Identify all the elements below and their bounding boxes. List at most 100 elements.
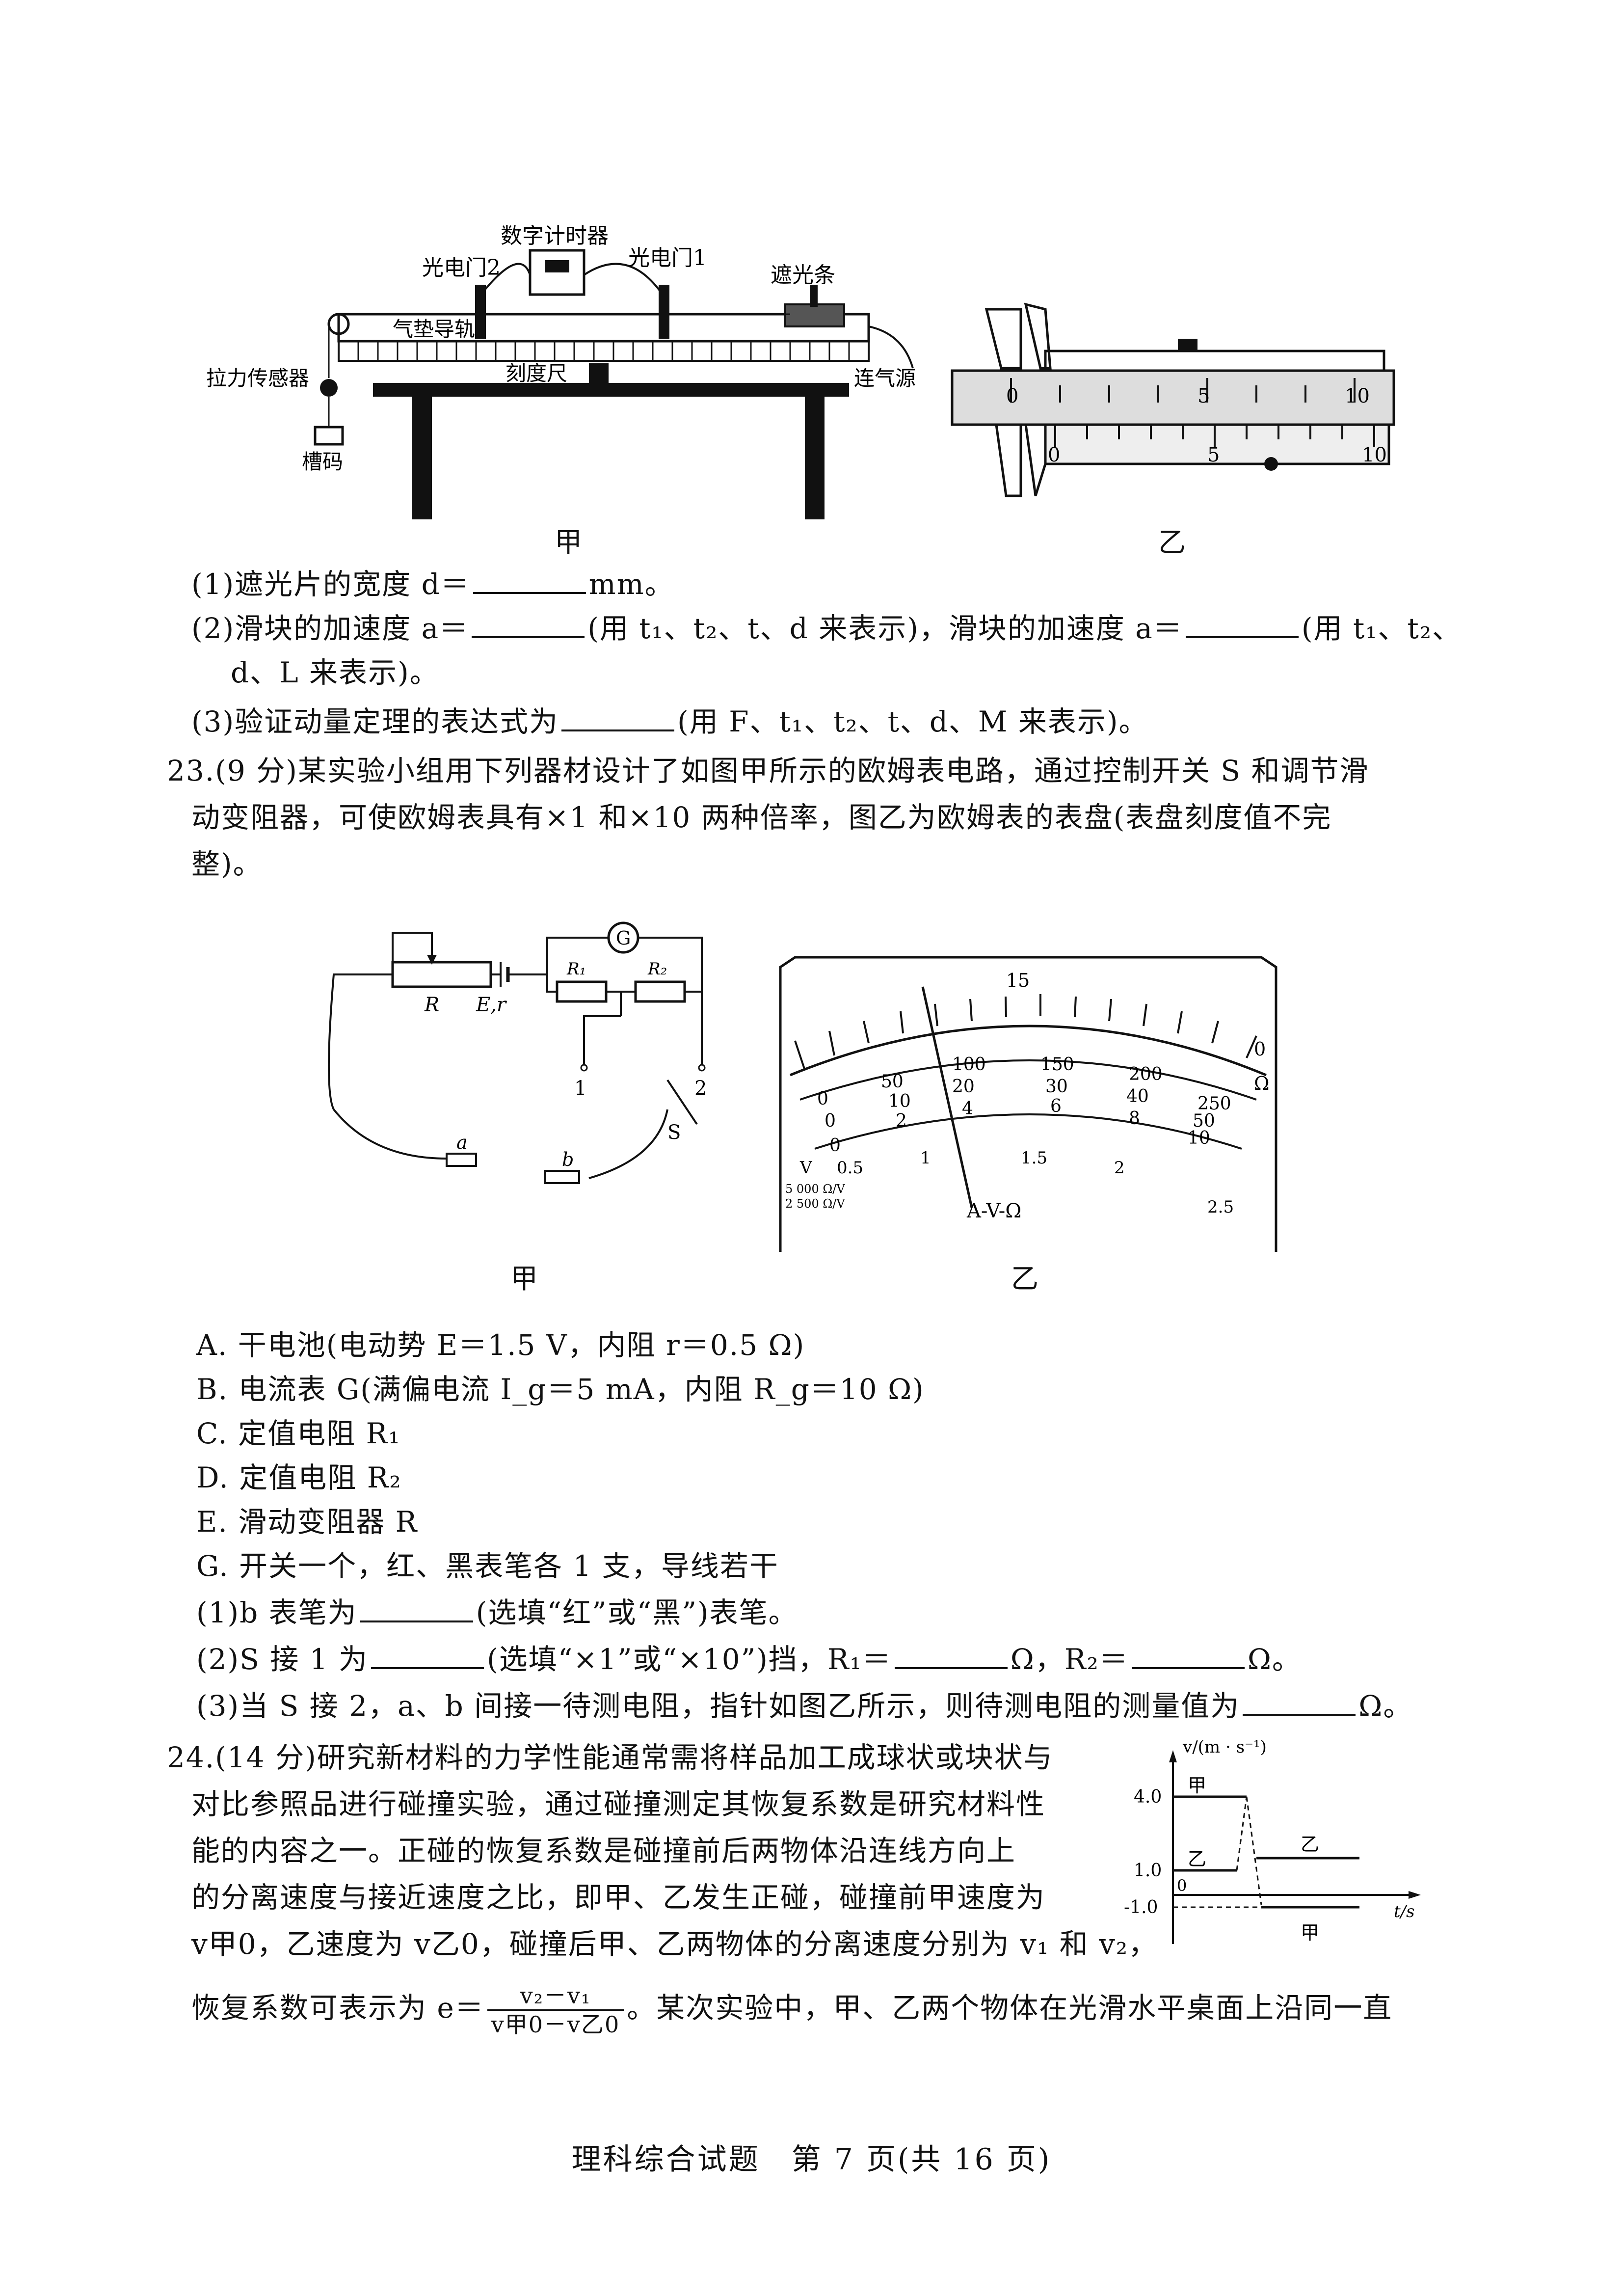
- graph-label-yi-before: 乙: [1188, 1848, 1206, 1870]
- dial-mid2-20: 20: [952, 1077, 975, 1097]
- main-tick-5: 5: [1197, 385, 1210, 407]
- dial-left-2: 2: [896, 1111, 907, 1131]
- question-1: (1)遮光片的宽度 d＝mm。: [191, 565, 674, 604]
- vernier-caliper-figure: 0 5 10 0 5 10: [951, 302, 1395, 497]
- answer-blank-expr[interactable]: [561, 702, 675, 731]
- graph-ytick-neg1: -1.0: [1124, 1897, 1158, 1918]
- dial-mid3-6: 6: [1050, 1096, 1062, 1116]
- problem-24-line5: v甲0，乙速度为 v乙0，碰撞后甲、乙两物体的分离速度分别为 v₁ 和 v₂，: [191, 1927, 1158, 1961]
- label-weight: 槽码: [302, 450, 343, 474]
- graph-ylabel: v/(m · s⁻¹): [1182, 1737, 1267, 1757]
- r2-label: R₂: [647, 959, 667, 979]
- dial-mid-150: 150: [1040, 1054, 1074, 1075]
- label-shade: 遮光条: [771, 263, 835, 288]
- answer-blank-probe[interactable]: [360, 1593, 473, 1622]
- answer-blank-a1[interactable]: [472, 609, 585, 638]
- vernier-tick-10: 10: [1362, 444, 1387, 466]
- answer-blank-r1[interactable]: [894, 1640, 1008, 1669]
- question-2: (2)滑块的加速度 a＝(用 t₁、t₂、t、d 来表示)，滑块的加速度 a＝(…: [191, 609, 1462, 648]
- problem-24-line1: 24.(14 分)研究新材料的力学性能通常需将样品加工成球状或块状与: [167, 1741, 1053, 1774]
- graph-label-yi-after: 乙: [1301, 1834, 1319, 1855]
- dial-mid3-10: 10: [1188, 1128, 1210, 1148]
- subquestion-3: (3)当 S 接 2，a、b 间接一待测电阻，指针如图乙所示，则待测电阻的测量值…: [196, 1686, 1412, 1726]
- problem-24-line2: 对比参照品进行碰撞实验，通过碰撞测定其恢复系数是研究材料性: [191, 1787, 1046, 1821]
- dial-low-15: 1.5: [1021, 1148, 1047, 1168]
- graph-xlabel: t/s: [1394, 1902, 1415, 1921]
- dial-ohm-per-v-2: 2 500 Ω/V: [785, 1197, 845, 1211]
- dial-low-25: 2.5: [1207, 1197, 1234, 1217]
- label-scale: 刻度尺: [506, 361, 567, 385]
- item-a: A. 干电池(电动势 E＝1.5 V，内阻 r＝0.5 Ω): [196, 1328, 805, 1362]
- dial-left-10: 10: [888, 1091, 911, 1111]
- answer-blank-r2[interactable]: [1131, 1640, 1245, 1669]
- velocity-time-graph: v/(m · s⁻¹) t/s 4.0 1.0 -1.0 0 甲 乙 乙 甲: [1124, 1737, 1421, 1944]
- dial-mid-200: 200: [1129, 1064, 1163, 1084]
- main-tick-0: 0: [1006, 385, 1018, 407]
- figure-caption-jia-1: 甲: [555, 527, 582, 559]
- dial-mid3-8: 8: [1129, 1108, 1140, 1129]
- item-b: B. 电流表 G(满偏电流 I_g＝5 mA，内阻 R_g＝10 Ω): [196, 1373, 925, 1406]
- question-3: (3)验证动量定理的表达式为(用 F、t₁、t₂、t、d、M 来表示)。: [191, 702, 1148, 741]
- item-d: D. 定值电阻 R₂: [196, 1461, 402, 1494]
- label-gate1: 光电门1: [628, 245, 707, 270]
- page-footer: 理科综合试题 第 7 页(共 16 页): [571, 2142, 1052, 2177]
- label-timer: 数字计时器: [501, 223, 609, 248]
- galvanometer-label: G: [616, 927, 631, 949]
- battery-label: E,r: [476, 994, 507, 1016]
- answer-blank-resistance[interactable]: [1243, 1686, 1356, 1716]
- graph-origin: 0: [1177, 1876, 1187, 1895]
- graph-ytick-1: 1.0: [1134, 1861, 1162, 1881]
- problem-24-line4: 的分离速度与接近速度之比，即甲、乙发生正碰，碰撞前甲速度为: [191, 1881, 1046, 1914]
- dial-mid2-40: 40: [1126, 1086, 1149, 1107]
- problem-23-line3: 整)。: [191, 847, 263, 881]
- item-c: C. 定值电阻 R₁: [196, 1417, 401, 1450]
- item-g: G. 开关一个，红、黑表笔各 1 支，导线若干: [196, 1549, 779, 1583]
- dial-top-0: 0: [1254, 1038, 1266, 1060]
- probe-a-label: a: [456, 1132, 468, 1153]
- air-track-figure: 数字计时器 光电门2 光电门1 遮光条 气垫导轨 拉力传感器 刻度尺 连气源 槽…: [206, 223, 916, 519]
- answer-blank-a2[interactable]: [1185, 609, 1299, 638]
- dial-mid-100: 100: [952, 1054, 986, 1075]
- label-gate2: 光电门2: [422, 255, 501, 280]
- label-rail: 气垫导轨: [393, 317, 475, 341]
- problem-23-line1: 23.(9 分)某实验小组用下列器材设计了如图甲所示的欧姆表电路，通过控制开关 …: [167, 754, 1369, 787]
- dial-low-1: 1: [920, 1148, 931, 1168]
- dial-left-0a: 0: [817, 1089, 828, 1109]
- problem-24-line3: 能的内容之一。正碰的恢复系数是碰撞前后两物体沿连线方向上: [191, 1834, 1016, 1867]
- dial-left-50: 50: [881, 1072, 904, 1092]
- dial-v: V: [799, 1158, 813, 1178]
- graph-ytick-4: 4.0: [1134, 1787, 1162, 1807]
- switch-label: S: [667, 1121, 681, 1144]
- label-sensor: 拉力传感器: [206, 366, 309, 390]
- figure-caption-yi-1: 乙: [1158, 527, 1186, 559]
- answer-blank-range[interactable]: [371, 1640, 484, 1669]
- figure-caption-yi-2: 乙: [1011, 1263, 1038, 1295]
- circuit-figure: G R₁ R₂ R E,r 1 2 S a b: [328, 921, 707, 1184]
- problem-23-line2: 动变阻器，可使欧姆表具有×1 和×10 两种倍率，图乙为欧姆表的表盘(表盘刻度值…: [191, 801, 1332, 834]
- dial-mid2-30: 30: [1045, 1077, 1068, 1097]
- switch-pos-2: 2: [694, 1077, 707, 1100]
- question-2-cont: d、L 来表示)。: [231, 656, 439, 689]
- dial-ohm-per-v-1: 5 000 Ω/V: [785, 1182, 845, 1196]
- figure-caption-jia-2: 甲: [510, 1263, 538, 1295]
- item-e: E. 滑动变阻器 R: [196, 1505, 418, 1539]
- label-air: 连气源: [854, 366, 916, 390]
- vernier-tick-0: 0: [1048, 444, 1060, 466]
- subquestion-1: (1)b 表笔为(选填“红”或“黑”)表笔。: [196, 1593, 798, 1632]
- answer-blank-d[interactable]: [473, 565, 586, 594]
- dial-left-0b: 0: [825, 1111, 836, 1131]
- main-tick-10: 10: [1345, 385, 1370, 407]
- dial-low-2: 2: [1114, 1158, 1125, 1178]
- dial-avo: A-V-Ω: [966, 1200, 1021, 1222]
- dial-low-05: 0.5: [837, 1158, 863, 1178]
- dial-top-15: 15: [1006, 970, 1030, 991]
- probe-b-label: b: [562, 1149, 574, 1170]
- dial-mid-250: 250: [1197, 1094, 1231, 1114]
- dial-left-0c: 0: [829, 1135, 841, 1156]
- rheostat-label: R: [424, 994, 439, 1016]
- vernier-tick-5: 5: [1207, 444, 1220, 466]
- subquestion-2: (2)S 接 1 为(选填“×1”或“×10”)挡，R₁＝Ω，R₂＝Ω。: [196, 1640, 1302, 1679]
- graph-label-jia-before: 甲: [1188, 1775, 1206, 1796]
